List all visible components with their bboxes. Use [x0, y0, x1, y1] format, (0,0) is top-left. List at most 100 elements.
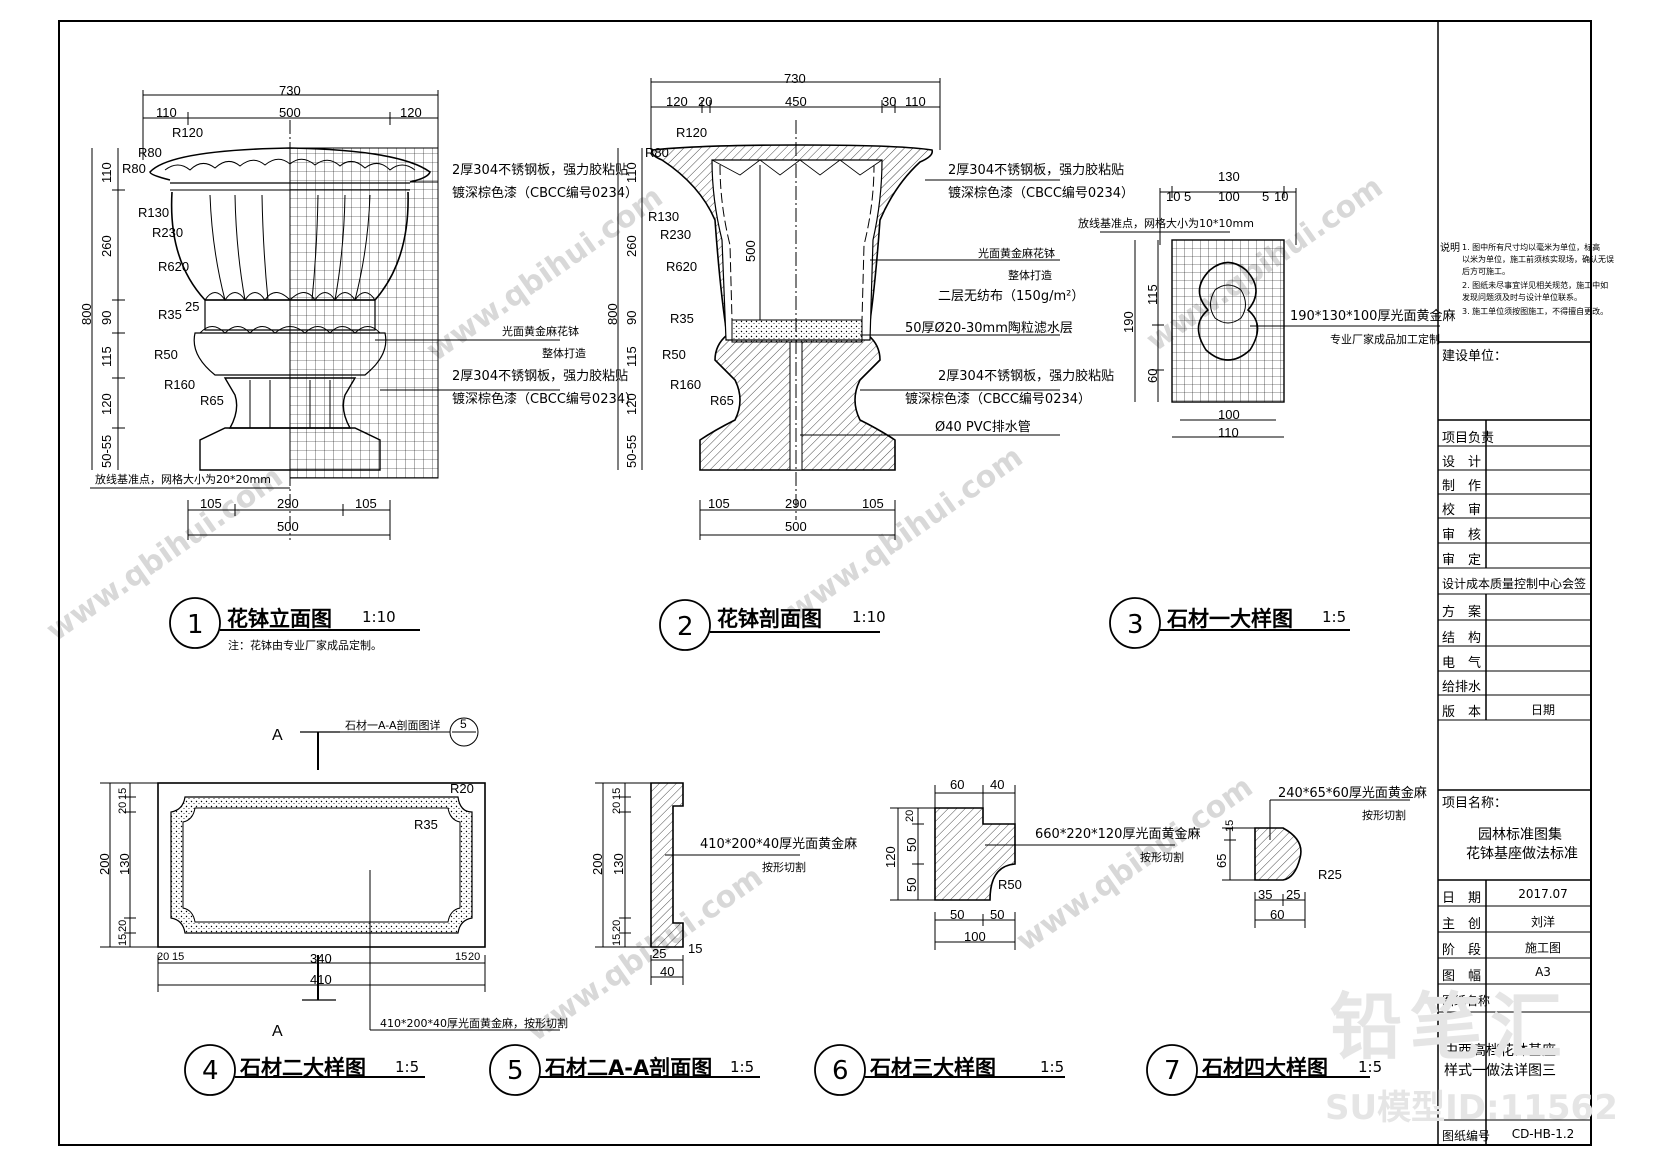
radius-label: R50 [998, 877, 1022, 892]
radius-label: R230 [660, 227, 692, 242]
drawing-number: 3 [1127, 610, 1144, 640]
dim-label: 20 [611, 919, 623, 932]
model-id-watermark: SU模型ID:11562 [1325, 1088, 1618, 1128]
section-number: 5 [460, 717, 467, 731]
drawing-name: 样式一做法详图三 [1444, 1063, 1556, 1079]
annotation-text: 二层无纺布（150g/m²） [938, 289, 1085, 304]
drawing-title: 石材二大样图 [240, 1056, 366, 1080]
radius-label: R65 [200, 393, 224, 408]
tb-row-label: 给排水 [1442, 680, 1482, 695]
annotation-text: 190*130*100厚光面黄金麻 [1290, 309, 1456, 324]
dim-label: 340 [310, 951, 332, 966]
tb-row-label: 设计成本质量控制中心会签 [1442, 577, 1587, 591]
dim-label: 10 [1274, 189, 1289, 204]
vase-elevation [90, 90, 560, 649]
dim-label: 50 [950, 907, 965, 922]
date-value: 2017.07 [1518, 887, 1568, 901]
radius-label: R120 [172, 125, 204, 140]
drawing-frame [58, 20, 1592, 1146]
radius-label: R160 [670, 377, 702, 392]
stone-three-detail [814, 785, 1175, 1096]
dim-label: 15 [611, 787, 623, 800]
dim-label: 500 [743, 240, 758, 262]
notes-text: 发现问题须及时与设计单位联系。 [1462, 293, 1582, 302]
annotation-text: 410*200*40厚光面黄金麻 [700, 837, 858, 852]
tb-row-label: 项目负责 [1442, 431, 1495, 446]
dim-label: 115 [1145, 284, 1160, 305]
footnote: 注：花钵由专业厂家成品定制。 [228, 639, 382, 652]
drawing-number: 4 [202, 1056, 219, 1086]
drawing-title: 石材四大样图 [1202, 1056, 1328, 1080]
drawing-title: 花钵立面图 [227, 607, 332, 631]
radius-label: R20 [450, 781, 474, 796]
annotation-text: 光面黄金麻花钵 [978, 247, 1055, 260]
notes-text: 1. 图中所有尺寸均以毫米为单位，标高 [1462, 243, 1601, 252]
notes-text: 后方可施工。 [1462, 267, 1510, 276]
tb-row-label: 图纸名称 [1442, 994, 1491, 1008]
dim-label: 260 [99, 235, 114, 257]
dim-label: 30 [882, 94, 897, 109]
annotation-text: 410*200*40厚光面黄金麻，按形切割 [380, 1017, 568, 1030]
dim-label: 20 [117, 919, 129, 932]
dim-label: 20 [611, 801, 623, 814]
drawing-number: 1 [187, 610, 204, 640]
dim-label: 40 [660, 964, 675, 979]
radius-label: R35 [414, 817, 438, 832]
stage-value: 施工图 [1524, 941, 1561, 955]
dim-label: 500 [277, 519, 299, 534]
notes-text: 3. 施工单位须按图施工，不得擅自更改。 [1462, 307, 1609, 316]
project-name: 园林标准图集 [1478, 827, 1562, 843]
stone-four-detail [1146, 799, 1410, 1096]
dim-label: 290 [785, 496, 807, 511]
radius-label: R230 [152, 225, 184, 240]
dim-label: 15 [688, 941, 703, 956]
annotation-text: 2厚304不锈钢板，强力胶粘贴 [452, 369, 629, 384]
dim-label: 15 [1224, 819, 1236, 832]
annotation-text: Ø40 PVC排水管 [935, 420, 1031, 435]
dim-label: 110 [1218, 425, 1239, 440]
dim-label: 110 [624, 162, 639, 183]
dim-label: 410 [310, 972, 332, 987]
annotation-text: 光面黄金麻花钵 [502, 325, 579, 338]
tb-row-label: 校 审 [1442, 503, 1482, 518]
radius-label: R80 [122, 161, 146, 176]
dim-label: 120 [624, 393, 639, 415]
annotation-text: 放线基准点，网格大小为20*20mm [95, 473, 271, 486]
dim-label: 120 [400, 105, 422, 120]
radius-label: R65 [710, 393, 734, 408]
tb-row-label: 结 构 [1442, 631, 1482, 646]
tb-row-label: 阶 段 [1442, 943, 1482, 958]
drawing-title: 石材一大样图 [1167, 607, 1293, 631]
drawing-title: 石材三大样图 [870, 1056, 996, 1080]
dim-label: 15 [117, 787, 129, 800]
radius-label: R80 [645, 145, 669, 160]
radius-label: R620 [666, 259, 698, 274]
radius-label: R120 [676, 125, 708, 140]
size-value: A3 [1535, 965, 1551, 979]
dim-label: 105 [200, 496, 222, 511]
radius-label: R50 [154, 347, 178, 362]
drawing-scale: 1:5 [730, 1058, 755, 1076]
brand-watermark: 铅笔汇 [1330, 985, 1571, 1069]
annotation-text: 按形切割 [1362, 809, 1406, 822]
annotation-text: 660*220*120厚光面黄金麻 [1035, 827, 1201, 842]
annotation-text: 240*65*60厚光面黄金麻 [1278, 786, 1427, 801]
dim-label: 15 [611, 933, 623, 946]
dim-label: 500 [279, 105, 301, 120]
dim-label: 50 [990, 907, 1005, 922]
annotation-text: 镀深棕色漆（CBCC编号0234） [905, 392, 1092, 407]
radius-label: R50 [662, 347, 686, 362]
designer-value: 刘洋 [1530, 915, 1555, 929]
annotation-text: 镀深棕色漆（CBCC编号0234） [452, 392, 639, 407]
dim-label: 260 [624, 235, 639, 257]
dim-label: 105 [862, 496, 884, 511]
dim-label: 100 [1218, 189, 1240, 204]
dim-label: 5 [1184, 189, 1192, 204]
dim-label: 120 [666, 94, 688, 109]
stone-two-plan [100, 717, 560, 1096]
annotation-text: 2厚304不锈钢板，强力胶粘贴 [948, 163, 1125, 178]
client-label: 建设单位： [1442, 349, 1508, 364]
notes-text: 2. 图纸未尽事宜详见相关规范，施工中如 [1462, 281, 1609, 290]
annotation-text: 镀深棕色漆（CBCC编号0234） [948, 186, 1135, 201]
annotation-text: 放线基准点，网格大小为10*10mm [1078, 217, 1254, 230]
